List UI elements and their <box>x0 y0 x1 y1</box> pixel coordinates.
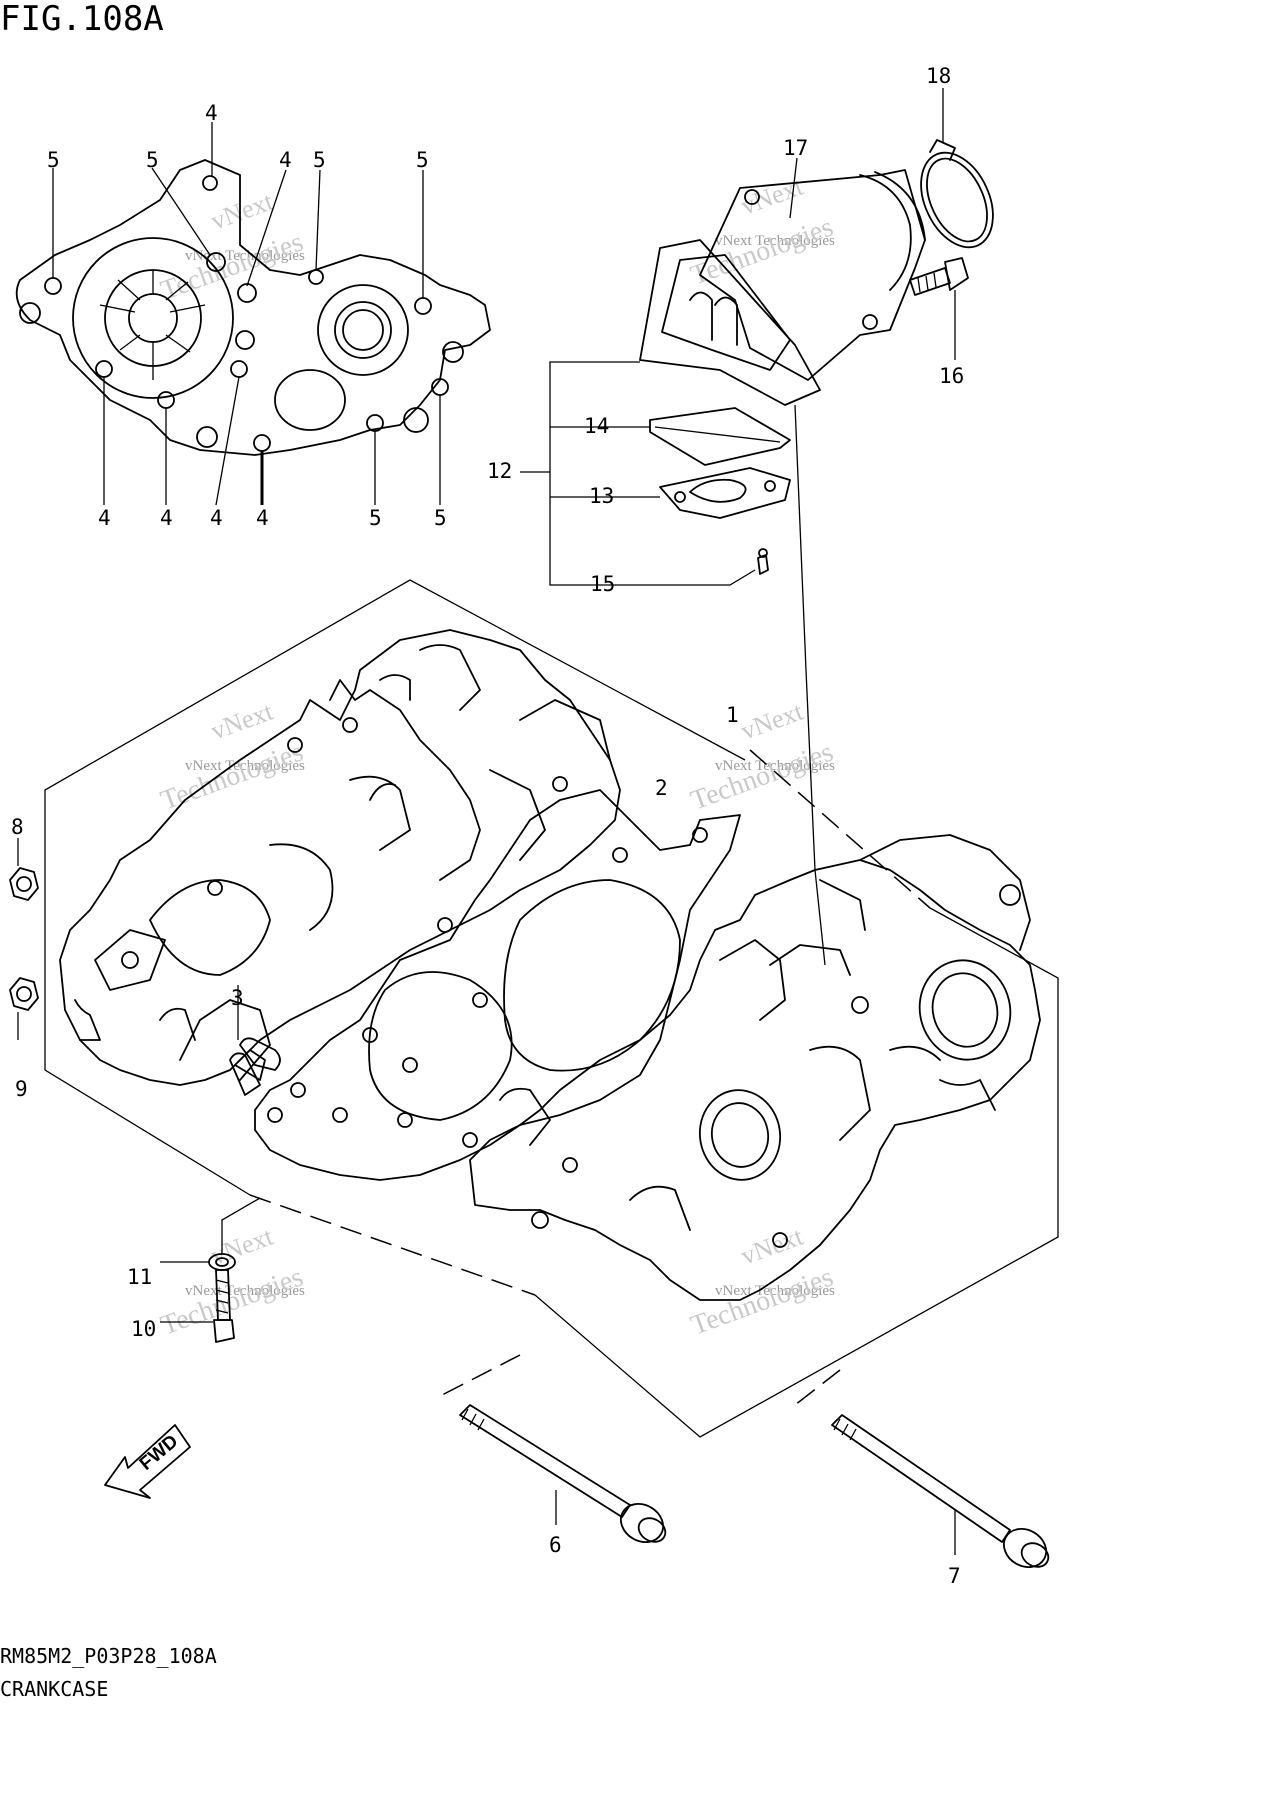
callout-label: 4 <box>205 101 218 125</box>
callout-label: 5 <box>434 506 447 530</box>
callout-label: 5 <box>47 148 60 172</box>
fwd-label: FWD <box>136 1431 183 1475</box>
figure-code: RM85M2_P03P28_108A <box>0 1644 217 1668</box>
callout-label: 18 <box>926 64 951 88</box>
callout-label: 4 <box>210 506 223 530</box>
callout-label: 4 <box>160 506 173 530</box>
watermark-line2: vNext Technologies <box>715 1283 835 1299</box>
callout-label: 14 <box>584 414 609 438</box>
small-parts-drawing <box>9 838 261 1343</box>
callout-label: 4 <box>256 506 269 530</box>
callout-label: 17 <box>783 136 808 160</box>
watermark-line1: vNext <box>737 696 807 745</box>
gasket-leaders <box>52 122 441 506</box>
callout-label: 5 <box>146 148 159 172</box>
watermark-line2: vNext Technologies <box>185 758 305 774</box>
watermark-line3: Technologies <box>157 227 308 307</box>
callout-label: 16 <box>939 364 964 388</box>
watermark-line1: vNext <box>207 696 277 745</box>
callout-label: 9 <box>15 1077 28 1101</box>
callout-label: 2 <box>655 776 668 800</box>
watermark-line1: vNext <box>207 1221 277 1270</box>
watermark-line2: vNext Technologies <box>715 758 835 774</box>
crankcase-drawing <box>44 579 1059 1438</box>
callout-label: 1 <box>726 703 739 727</box>
callout-label: 15 <box>590 572 615 596</box>
watermark-line1: vNext <box>737 171 807 220</box>
figure-title: FIG.108A <box>0 0 164 39</box>
watermark-line3: Technologies <box>157 737 308 817</box>
fwd-arrow-icon: FWD <box>104 1424 191 1499</box>
intake-drawing <box>520 88 994 966</box>
callout-label: 8 <box>11 815 24 839</box>
callout-labels: 4 5 5 4 5 5 4 4 4 4 5 5 18 17 16 14 12 1… <box>11 64 964 1588</box>
watermark-line3: Technologies <box>157 1262 308 1342</box>
callout-label: 11 <box>127 1265 152 1289</box>
watermark-line2: vNext Technologies <box>185 1283 305 1299</box>
callout-label: 3 <box>231 986 244 1010</box>
callout-label: 10 <box>131 1317 156 1341</box>
watermark-line3: Technologies <box>687 737 838 817</box>
watermark-line3: Technologies <box>687 1262 838 1342</box>
callout-label: 4 <box>279 148 292 172</box>
callout-label: 7 <box>948 1564 961 1588</box>
callout-label: 5 <box>313 148 326 172</box>
figure-name: CRANKCASE <box>0 1677 108 1701</box>
watermark-line2: vNext Technologies <box>715 233 835 249</box>
long-bolts-drawing <box>441 1354 1050 1568</box>
callout-label: 5 <box>416 148 429 172</box>
callout-label: 4 <box>98 506 111 530</box>
callout-label: 5 <box>369 506 382 530</box>
callout-label: 6 <box>549 1533 562 1557</box>
callout-label: 12 <box>487 459 512 483</box>
watermark-line2: vNext Technologies <box>185 248 305 264</box>
callout-label: 13 <box>589 484 614 508</box>
